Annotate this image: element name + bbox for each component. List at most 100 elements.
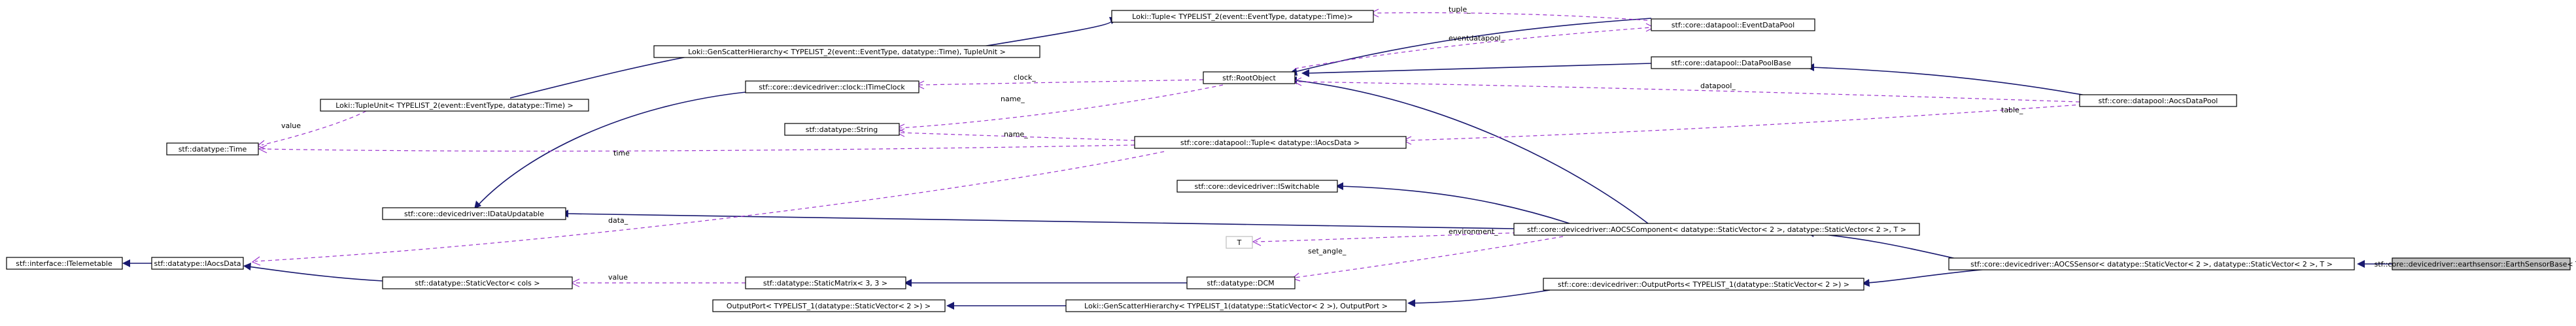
- edge-labels: tuple_ eventdatapool_ clock_ datapool_ n…: [281, 5, 2023, 282]
- class-node-label: stf::core::devicedriver::clock::ITimeClo…: [759, 83, 905, 91]
- edge-tuple-string: [899, 132, 1135, 141]
- class-node-template-param-T[interactable]: T: [1226, 236, 1253, 249]
- edge-label-set-angle: set_angle_: [1308, 247, 1347, 255]
- class-node-label: Loki::GenScatterHierarchy< TYPELIST_1(da…: [1084, 302, 1388, 310]
- arrowhead-icon: [122, 259, 130, 267]
- edge-aocscomponent-T: [1255, 232, 1524, 242]
- class-node-earthsensorbase[interactable]: stf::core::devicedriver::earthsensor::Ea…: [2374, 257, 2576, 270]
- edge-tupleunit-genscatter: [509, 52, 713, 99]
- class-node-aocsdatapool[interactable]: stf::core::datapool::AocsDataPool: [2079, 94, 2237, 107]
- class-node-datapoolbase[interactable]: stf::core::datapool::DataPoolBase: [1651, 56, 1812, 69]
- edge-datapoolbase-rootobject: [1307, 63, 1652, 74]
- class-node-label: stf::interface::ITelemetable: [16, 259, 112, 268]
- edge-itimeclock-idataupdatable: [477, 91, 753, 206]
- edge-label-data: data_: [608, 216, 628, 225]
- class-node-itimeclock[interactable]: stf::core::devicedriver::clock::ITimeClo…: [745, 80, 919, 93]
- class-node-label: stf::datatype::String: [806, 125, 878, 134]
- arrowhead-icon: [904, 279, 912, 287]
- class-node-label: stf::core::datapool::Tuple< datatype::IA…: [1180, 139, 1360, 147]
- edge-rootobject-eventdatapool: [1294, 27, 1652, 69]
- nodes: Loki::Tuple< TYPELIST_2(event::EventType…: [6, 10, 2576, 312]
- edge-outputports-genscatteroutput: [1412, 289, 1551, 304]
- edge-aocscomponent-idataupdatable: [565, 213, 1515, 229]
- arrowhead-icon: [2357, 260, 2365, 268]
- arrowhead-icon: [243, 263, 251, 270]
- class-node-label: stf::datatype::StaticVector< cols >: [415, 279, 540, 287]
- class-node-time[interactable]: stf::datatype::Time: [166, 142, 259, 155]
- class-node-label: stf::core::datapool::EventDataPool: [1672, 21, 1795, 29]
- edge-aocssensor-outputports: [1866, 268, 1995, 284]
- arrowhead-icon: [1335, 182, 1343, 190]
- class-node-label: Loki::GenScatterHierarchy< TYPELIST_2(ev…: [688, 48, 1006, 56]
- class-node-dcm[interactable]: stf::datatype::DCM: [1186, 276, 1296, 289]
- class-node-label: stf::core::devicedriver::AOCSComponent< …: [1527, 225, 1906, 234]
- edge-aocscomponent-dcm: [1294, 236, 1564, 278]
- edge-label-time: time: [613, 149, 630, 157]
- class-node-label: Loki::Tuple< TYPELIST_2(event::EventType…: [1132, 12, 1353, 21]
- class-node-label: stf::core::devicedriver::earthsensor::Ea…: [2374, 260, 2576, 269]
- edge-aocssensor-aocscomponent: [1811, 233, 1963, 261]
- class-node-aocscomponent[interactable]: stf::core::devicedriver::AOCSComponent< …: [1513, 223, 1920, 236]
- class-node-iswitchable[interactable]: stf::core::devicedriver::ISwitchable: [1176, 180, 1338, 193]
- edge-label-eventdatapool: eventdatapool_: [1449, 34, 1505, 42]
- edge-label-value-1: value: [281, 122, 301, 130]
- class-node-genscatter-event[interactable]: Loki::GenScatterHierarchy< TYPELIST_2(ev…: [653, 45, 1040, 58]
- class-node-idataupdatable[interactable]: stf::core::devicedriver::IDataUpdatable: [382, 207, 566, 220]
- edge-rootobject-string: [899, 84, 1224, 129]
- class-node-tuple-iaocsdata[interactable]: stf::core::datapool::Tuple< datatype::IA…: [1134, 136, 1407, 149]
- edge-rootobject-itimeclock: [918, 79, 1204, 86]
- class-node-string[interactable]: stf::datatype::String: [784, 123, 900, 136]
- class-node-staticmatrix[interactable]: stf::datatype::StaticMatrix< 3, 3 >: [745, 276, 906, 289]
- class-node-staticvector[interactable]: stf::datatype::StaticVector< cols >: [382, 276, 573, 289]
- edge-aocsdatapool-tuple: [1405, 104, 2084, 141]
- class-node-label: stf::datatype::DCM: [1207, 279, 1274, 287]
- class-node-outputport[interactable]: OutputPort< TYPELIST_1(datatype::StaticV…: [712, 299, 946, 312]
- edge-label-name-1: name_: [1001, 95, 1025, 103]
- class-node-label: OutputPort< TYPELIST_1(datatype::StaticV…: [727, 302, 931, 310]
- arrowhead-icon: [474, 201, 481, 209]
- edge-aocsdatapool-rootobject: [1296, 81, 2080, 103]
- edge-tuple-iaocsdata: [254, 151, 1165, 262]
- arrowhead-icon: [1862, 279, 1870, 287]
- class-node-itelemetable[interactable]: stf::interface::ITelemetable: [6, 257, 123, 270]
- edge-label-datapool: datapool_: [1700, 82, 1736, 90]
- class-node-aocssensor[interactable]: stf::core::devicedriver::AOCSSensor< dat…: [1948, 257, 2355, 270]
- arrowhead-icon: [251, 256, 261, 266]
- edge-tuple-time: [261, 144, 1135, 152]
- class-node-label: stf::core::devicedriver::AOCSSensor< dat…: [1970, 260, 2333, 269]
- class-node-tupleunit[interactable]: Loki::TupleUnit< TYPELIST_2(event::Event…: [320, 99, 589, 112]
- class-node-label: stf::core::datapool::AocsDataPool: [2099, 97, 2218, 105]
- class-node-iaocsdata[interactable]: stf::datatype::IAocsData: [151, 257, 244, 270]
- edge-label-table: table_: [2001, 106, 2023, 114]
- edge-tupleunit-time: [261, 110, 367, 146]
- edge-label-clock: clock_: [1014, 73, 1036, 82]
- arrowhead-icon: [258, 144, 267, 154]
- edge-staticvector-iaocsdata: [248, 266, 383, 282]
- class-node-label: stf::core::devicedriver::OutputPorts< TY…: [1558, 280, 1849, 289]
- arrowhead-icon: [1407, 299, 1415, 307]
- edge-label-name-2: name_: [1004, 130, 1028, 139]
- edge-aocscomponent-rootobject: [1294, 80, 1649, 224]
- arrowhead-icon: [1252, 237, 1262, 246]
- class-node-label: stf::datatype::Time: [179, 145, 247, 154]
- edge-eventdatapool-eventtuple: [1373, 12, 1655, 22]
- class-node-genscatter-output[interactable]: Loki::GenScatterHierarchy< TYPELIST_1(da…: [1065, 299, 1407, 312]
- class-node-rootobject[interactable]: stf::RootObject: [1203, 71, 1296, 84]
- class-node-label: T: [1237, 238, 1242, 247]
- class-node-eventtuple[interactable]: Loki::Tuple< TYPELIST_2(event::EventType…: [1111, 10, 1374, 23]
- class-node-eventdatapool[interactable]: stf::core::datapool::EventDataPool: [1651, 18, 1815, 31]
- class-node-outputports[interactable]: stf::core::devicedriver::OutputPorts< TY…: [1543, 278, 1864, 291]
- edge-rootobject-eventdatapool: [1294, 18, 1652, 73]
- class-node-label: stf::datatype::IAocsData: [154, 259, 241, 268]
- arrowhead-icon: [946, 302, 954, 310]
- edge-label-value-2: value: [608, 273, 628, 282]
- class-node-label: stf::core::devicedriver::IDataUpdatable: [404, 210, 544, 218]
- edge-label-environment: environment_: [1449, 227, 1498, 236]
- class-node-label: Loki::TupleUnit< TYPELIST_2(event::Event…: [335, 101, 574, 110]
- edge-label-tuple: tuple_: [1449, 5, 1471, 14]
- class-node-label: stf::datatype::StaticMatrix< 3, 3 >: [763, 279, 887, 287]
- class-node-label: stf::core::datapool::DataPoolBase: [1671, 59, 1791, 67]
- edge-aocsdatapool-datapoolbase: [1811, 67, 2093, 97]
- arrowhead-icon: [1301, 69, 1309, 77]
